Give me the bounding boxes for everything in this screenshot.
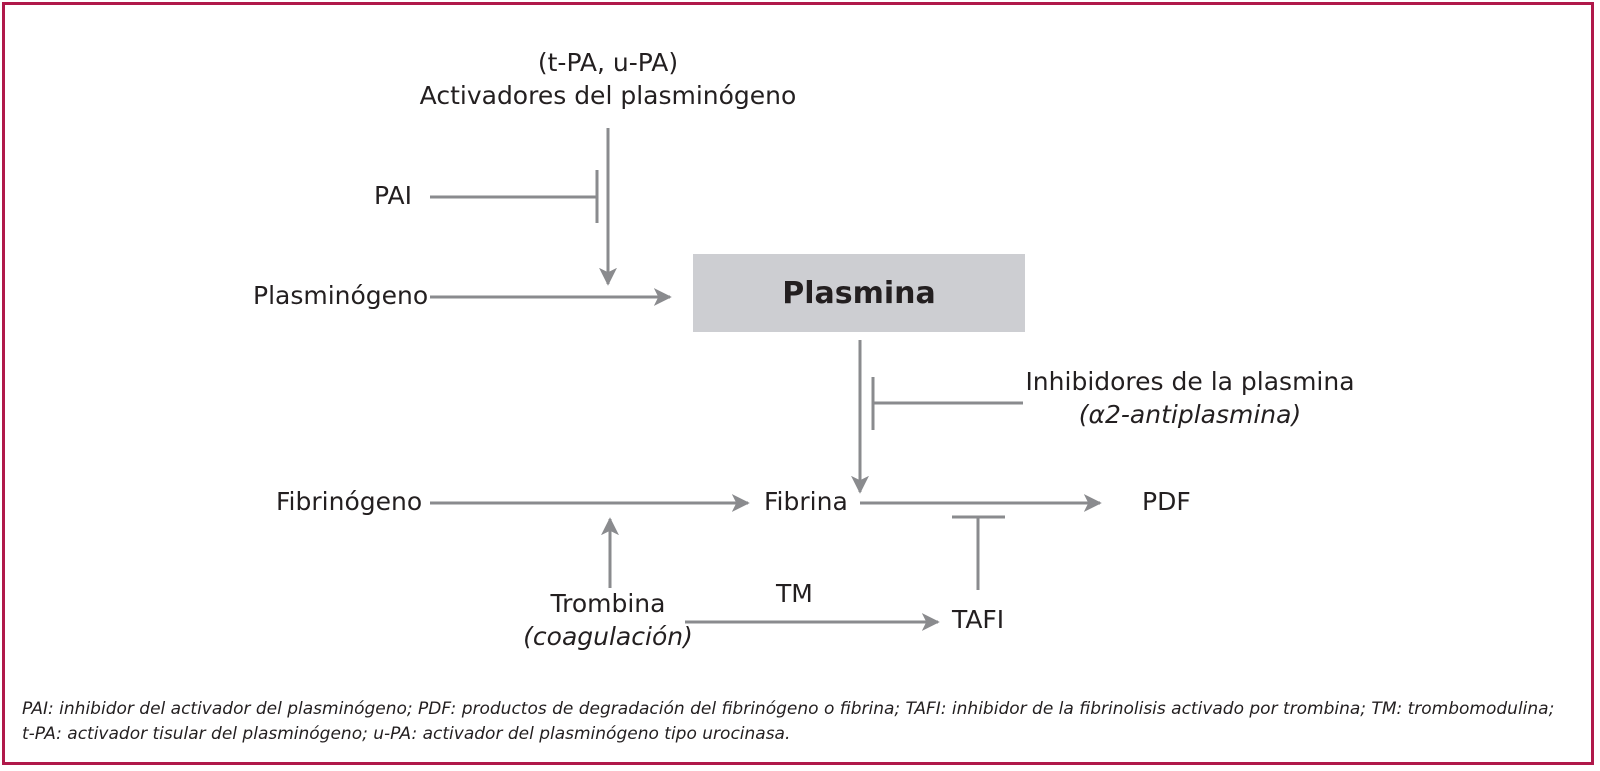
fibrinogen-label: Fibrinógeno: [276, 487, 423, 516]
plasminogen-label: Plasminógeno: [253, 281, 429, 310]
activators-label: (t-PA, u-PA) Activadores del plasminógen…: [408, 47, 808, 112]
footnote: PAI: inhibidor del activador del plasmin…: [22, 697, 1572, 747]
activators-abbrev: (t-PA, u-PA): [537, 48, 679, 77]
pdf-label: PDF: [1142, 487, 1191, 516]
thrombin-name: Trombina: [550, 589, 666, 618]
thrombin-note: (coagulación): [523, 621, 693, 651]
plasmin-inhibitors-label: Inhibidores de la plasmina (α2-antiplasm…: [1020, 366, 1360, 431]
pai-label: PAI: [374, 181, 412, 210]
plasmin-inhibitors-name: Inhibidores de la plasmina: [1025, 367, 1355, 396]
tafi-label: TAFI: [952, 605, 1005, 634]
activators-name: Activadores del plasminógeno: [419, 80, 797, 110]
footnote-line-1: PAI: inhibidor del activador del plasmin…: [22, 699, 1555, 719]
plasmin-inhibitors-example: (α2-antiplasmina): [1078, 399, 1302, 429]
plasmin-box: Plasmina: [693, 254, 1025, 332]
thrombin-label: Trombina (coagulación): [508, 588, 708, 653]
footnote-line-2: t-PA: activador tisular del plasminógeno…: [22, 724, 791, 744]
plasmin-label: Plasmina: [782, 275, 936, 311]
tm-label: TM: [776, 579, 813, 608]
fibrin-label: Fibrina: [764, 487, 848, 516]
